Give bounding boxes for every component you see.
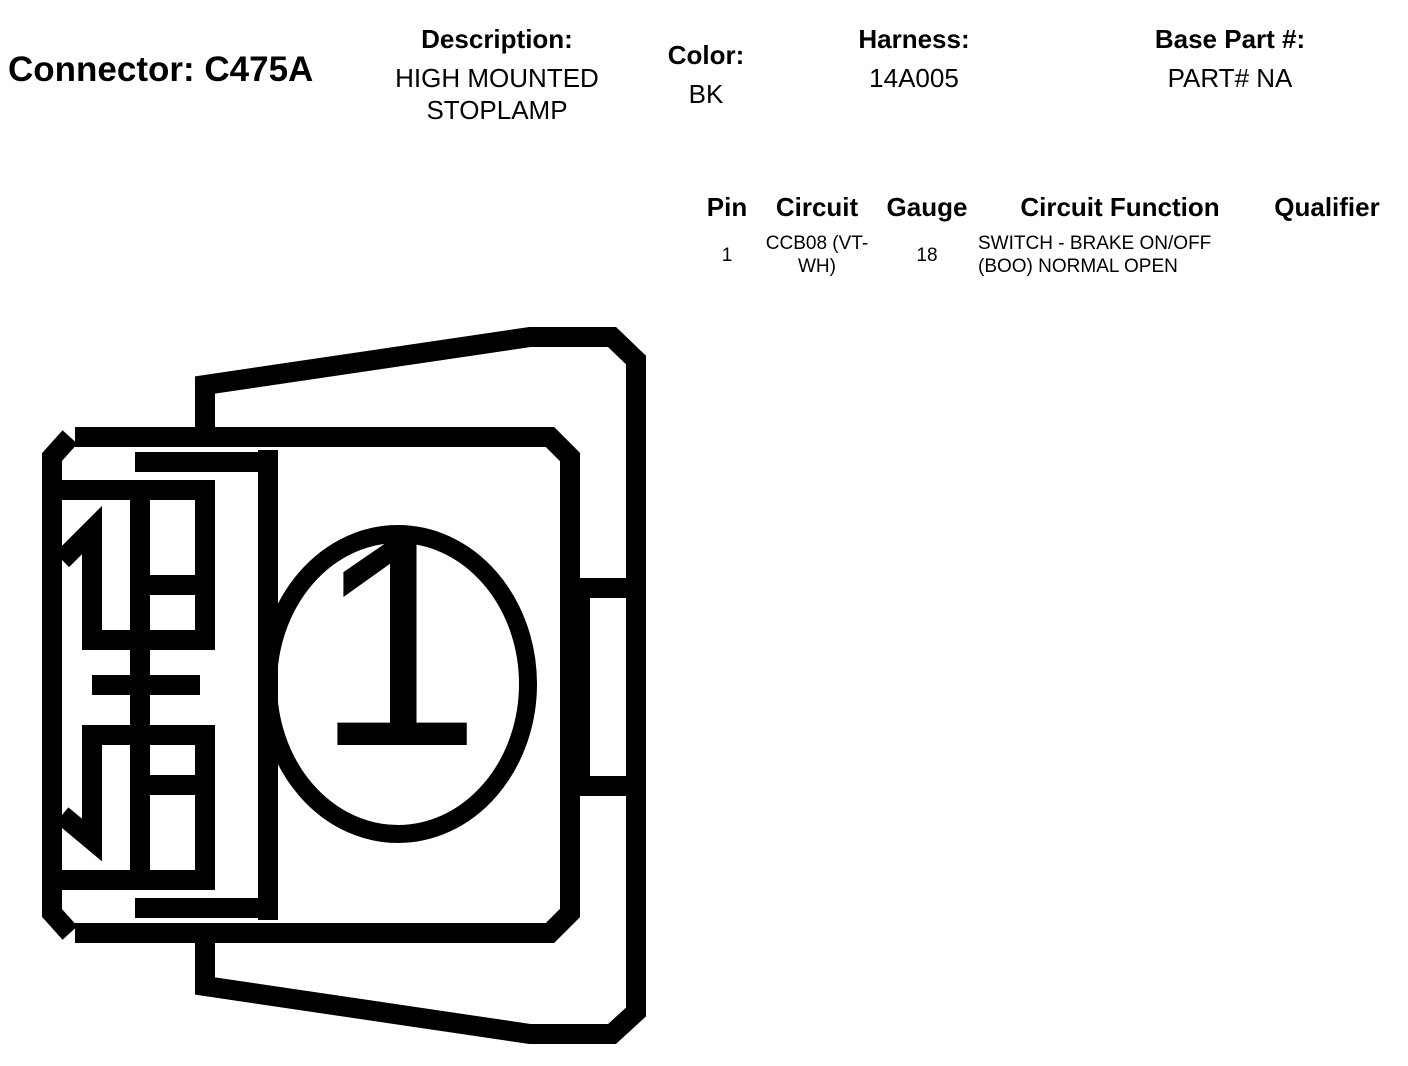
harness-label: Harness: — [858, 24, 970, 54]
color-label: Color: — [667, 40, 745, 70]
column-header-circuit-function: Circuit Function — [1020, 192, 1220, 222]
color-value: BK — [688, 79, 724, 109]
connector-outline — [42, 327, 646, 1044]
harness-value: 14A005 — [869, 63, 959, 93]
description-value-line1: HIGH MOUNTED — [395, 63, 599, 93]
connector-face-diagram: 1 — [42, 327, 646, 1044]
pin-cavity-label: 1 — [315, 473, 482, 809]
circuit-function-line2: (BOO) NORMAL OPEN — [978, 256, 1178, 277]
latch-assembly — [54, 480, 215, 890]
description-label: Description: — [421, 24, 573, 54]
description-value: HIGH MOUNTED STOPLAMP — [362, 62, 632, 126]
pin-cavity-1 — [259, 525, 537, 843]
outer-housing — [195, 327, 646, 1044]
circuit-cell: CCB08 (VT- WH) — [752, 232, 882, 278]
circuit-cell-line1: CCB08 (VT- — [765, 233, 869, 254]
gauge-cell: 18 — [916, 245, 938, 266]
description-value-line2: STOPLAMP — [426, 95, 568, 125]
column-header-qualifier: Qualifier — [1274, 192, 1380, 222]
column-header-pin: Pin — [706, 192, 748, 222]
right-side-tab — [570, 578, 630, 796]
pin-cell: 1 — [721, 245, 733, 266]
base-part-value: PART# NA — [1167, 63, 1293, 93]
base-part-label: Base Part #: — [1154, 24, 1306, 54]
circuit-function-line1: SWITCH - BRAKE ON/OFF — [978, 233, 1212, 254]
connector-title: Connector: C475A — [8, 50, 314, 89]
circuit-function-cell: SWITCH - BRAKE ON/OFF (BOO) NORMAL OPEN — [978, 232, 1258, 278]
left-face-frame — [42, 430, 78, 940]
circuit-cell-line2: WH) — [798, 256, 836, 277]
column-header-gauge: Gauge — [886, 192, 968, 222]
column-header-circuit: Circuit — [775, 192, 859, 222]
